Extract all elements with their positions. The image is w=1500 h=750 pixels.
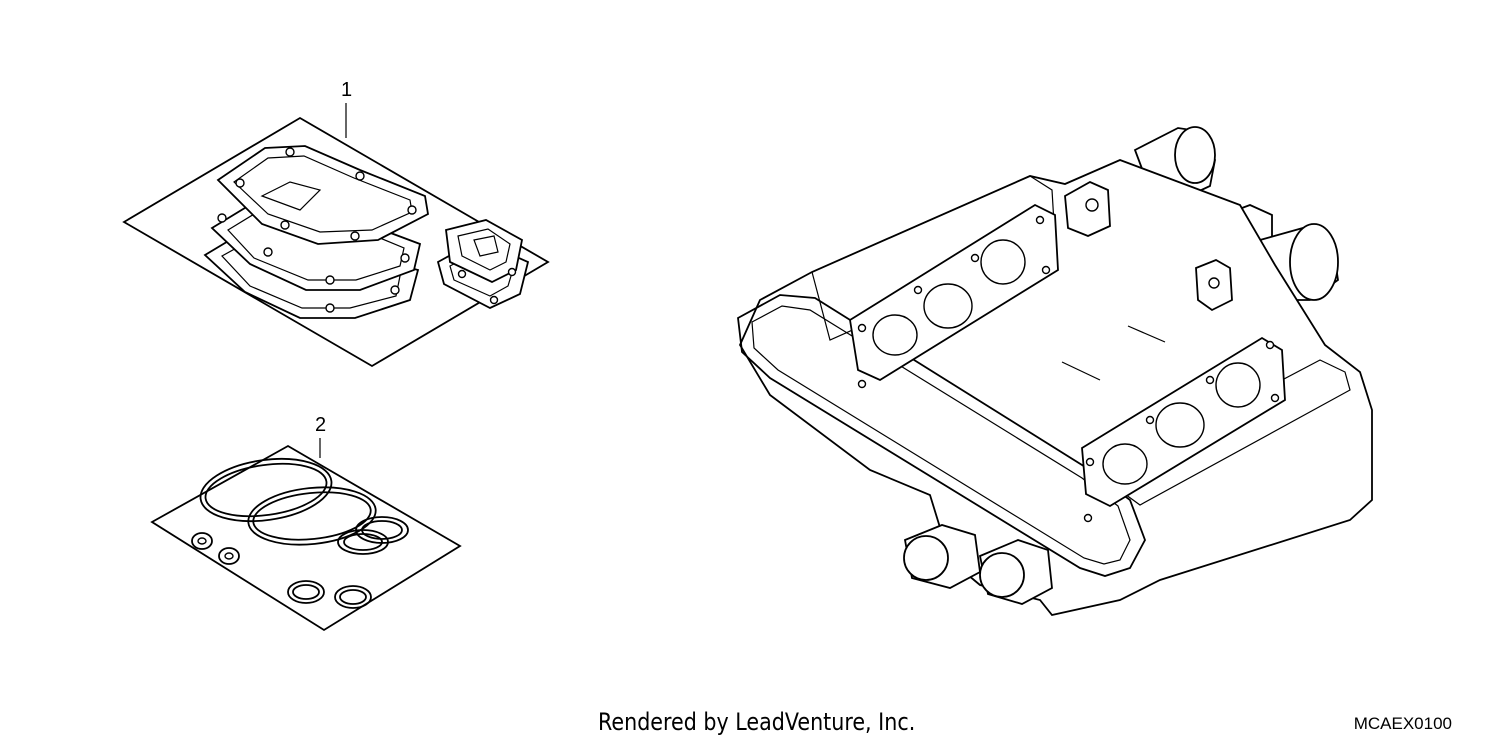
- small-o-ring-1: [287, 580, 325, 604]
- perimeter-gasket: [737, 294, 1146, 577]
- small-gasket-upper: [445, 219, 524, 284]
- kit-a-backing-sheet: [122, 116, 550, 368]
- diagram-code: MCAEX0100: [1353, 714, 1452, 733]
- o-ring-kit[interactable]: 2: [150, 414, 462, 632]
- callout-1: 1: [341, 79, 352, 101]
- gasket-kit-a[interactable]: 1: [122, 79, 550, 368]
- large-o-ring-2: [247, 486, 377, 546]
- cover-gasket-upper: [216, 145, 429, 245]
- large-o-ring-1: [199, 458, 333, 522]
- medium-o-ring-2: [337, 529, 389, 555]
- footer-credit: Rendered by LeadVenture, Inc.: [598, 708, 916, 736]
- engine-block-illustration: [737, 126, 1373, 616]
- intake-port-2: [979, 552, 1025, 598]
- small-o-ring-2: [334, 585, 372, 609]
- intake-port-1: [903, 535, 949, 581]
- kit-b-backing-sheet: [150, 444, 462, 632]
- callout-2: 2: [315, 414, 326, 436]
